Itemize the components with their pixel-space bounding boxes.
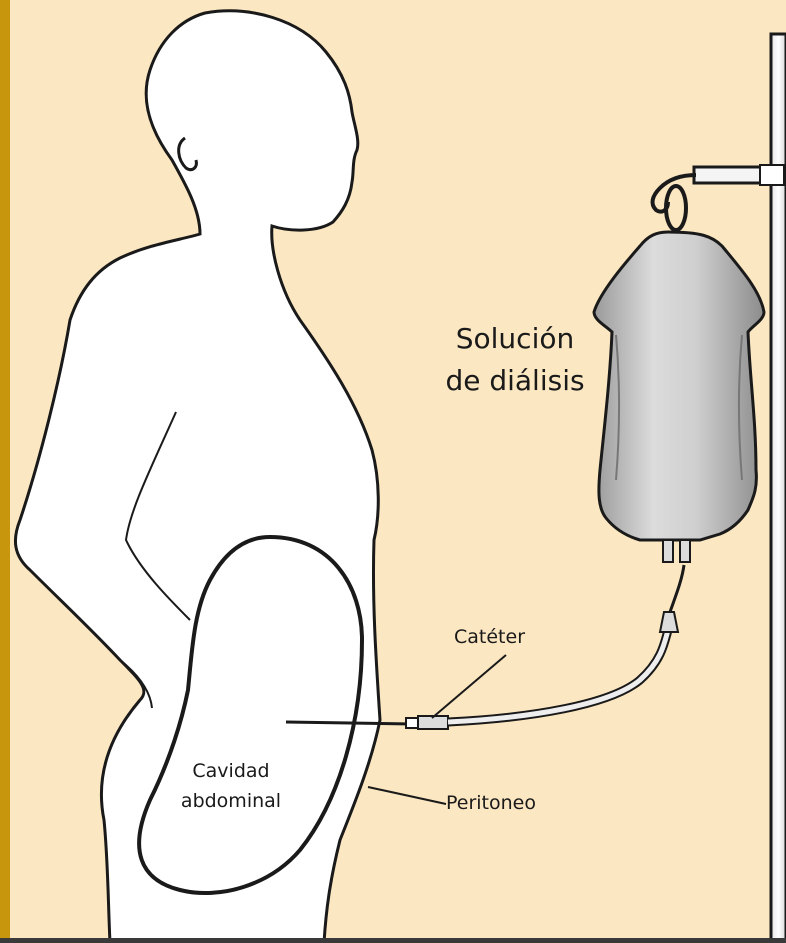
left-border xyxy=(0,0,10,943)
abdominal-cavity-label: Cavidad abdominal xyxy=(168,756,294,816)
peritoneum-label: Peritoneo xyxy=(446,794,536,813)
solution-label-line2: de diálisis xyxy=(436,360,594,402)
cavity-label-line1: Cavidad xyxy=(168,756,294,786)
bottom-edge xyxy=(0,938,786,943)
cavity-label-line2: abdominal xyxy=(168,786,294,816)
solution-label-line1: Solución xyxy=(436,318,594,360)
peritoneum-leader-line xyxy=(368,787,446,804)
catheter-leader-line xyxy=(432,655,506,718)
catheter-label: Catéter xyxy=(454,628,525,647)
solution-label: Solución de diálisis xyxy=(436,318,594,402)
dialysis-bag xyxy=(594,186,764,562)
